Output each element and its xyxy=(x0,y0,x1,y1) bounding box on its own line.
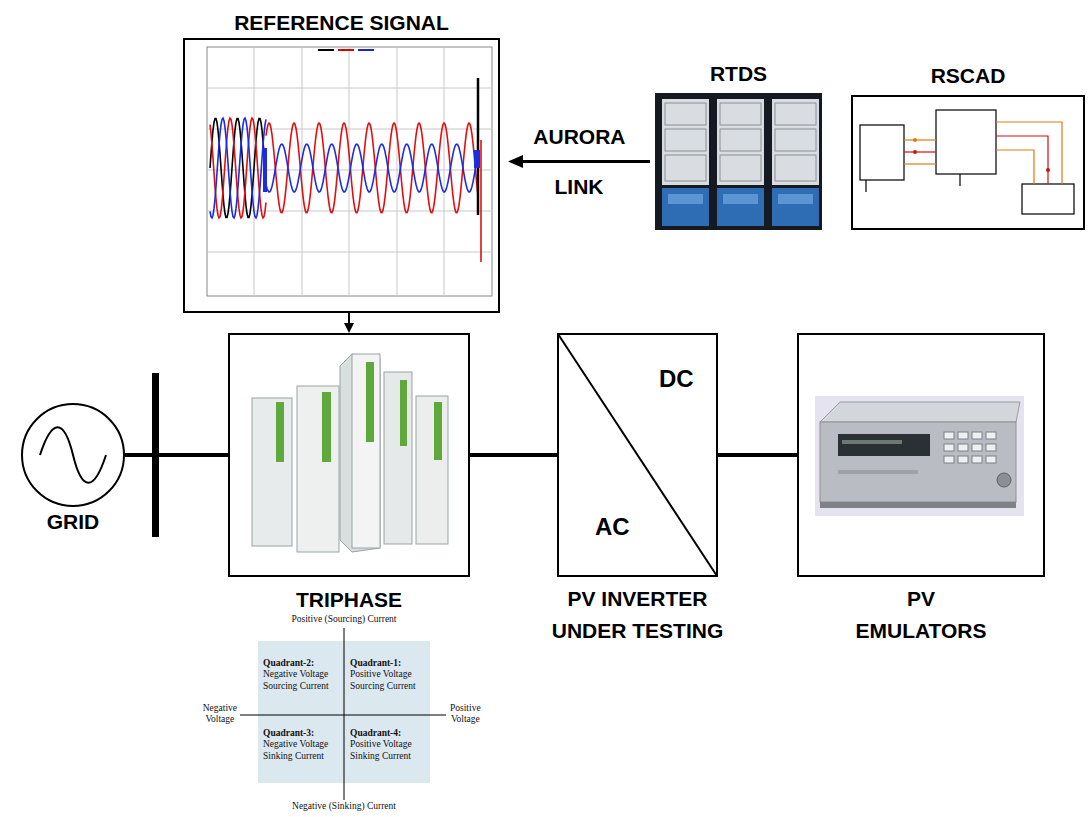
connector xyxy=(508,155,650,168)
quadrant-chart xyxy=(240,628,446,800)
node-label: RSCAD xyxy=(931,63,1006,88)
connector-line xyxy=(522,160,650,163)
pv-emulator-photo xyxy=(815,396,1024,516)
rtds-rack-photo xyxy=(655,93,822,230)
sine-symbol xyxy=(40,427,106,483)
axis-label: Positive (Sourcing) Current xyxy=(291,614,396,625)
amplifier-box: TRIPHASE xyxy=(228,333,470,577)
connector-line xyxy=(718,453,797,457)
simulator-photo: RTDS xyxy=(655,93,822,230)
axis-label: Negative (Sinking) Current xyxy=(292,801,396,812)
arrowhead xyxy=(344,323,354,333)
quadrant-heading: Quadrant-2: xyxy=(263,658,341,669)
node-label: PV INVERTER UNDER TESTING xyxy=(538,583,738,647)
axis-label: Positive Voltage xyxy=(450,703,481,726)
emulator-box: PV EMULATORS xyxy=(797,333,1045,577)
port-label: AC xyxy=(595,513,630,542)
link-label: AURORA LINK xyxy=(533,112,624,212)
node-label: RTDS xyxy=(710,61,767,86)
connector-line xyxy=(125,453,228,457)
software-box: RSCAD xyxy=(851,95,1085,230)
quadrant-cell: Quadrant-3:Negative Voltage Sinking Curr… xyxy=(263,728,341,762)
port-label: DC xyxy=(659,365,694,394)
connector xyxy=(125,455,228,456)
connector xyxy=(718,455,797,456)
axis-label: Negative Voltage xyxy=(203,703,237,726)
waveform-plot xyxy=(207,47,492,296)
quadrant-text: Negative Voltage Sourcing Current xyxy=(263,669,341,692)
connector-line xyxy=(348,313,350,324)
quadrant-cell: Quadrant-2:Negative Voltage Sourcing Cur… xyxy=(263,658,341,692)
rscad-schematic xyxy=(860,110,1074,214)
quadrant-heading: Quadrant-1: xyxy=(350,658,428,669)
grid-source-circle: GRID xyxy=(21,403,125,507)
node-label: TRIPHASE xyxy=(296,587,402,612)
converter-diagonal xyxy=(558,334,717,576)
quadrant-text: Positive Voltage Sourcing Current xyxy=(350,669,428,692)
connector xyxy=(344,313,354,333)
node-label: REFERENCE SIGNAL xyxy=(234,10,449,35)
node-label: GRID xyxy=(47,509,100,534)
connector-line xyxy=(470,453,557,457)
quadrant-heading: Quadrant-3: xyxy=(263,728,341,739)
quadrant-cell: Quadrant-4:Positive Voltage Sinking Curr… xyxy=(350,728,428,762)
triphase-cabinets xyxy=(252,354,448,552)
arrowhead xyxy=(508,155,523,168)
quadrant-cell: Quadrant-1:Positive Voltage Sourcing Cur… xyxy=(350,658,428,692)
quadrant-text: Negative Voltage Sinking Current xyxy=(263,739,341,762)
quadrant-text: Positive Voltage Sinking Current xyxy=(350,739,428,762)
node-label: PV EMULATORS xyxy=(846,583,996,647)
connector xyxy=(470,455,557,456)
plot-box: REFERENCE SIGNAL xyxy=(183,38,500,313)
inverter-box: DCACPV INVERTER UNDER TESTING xyxy=(557,333,718,577)
quadrant-heading: Quadrant-4: xyxy=(350,728,428,739)
